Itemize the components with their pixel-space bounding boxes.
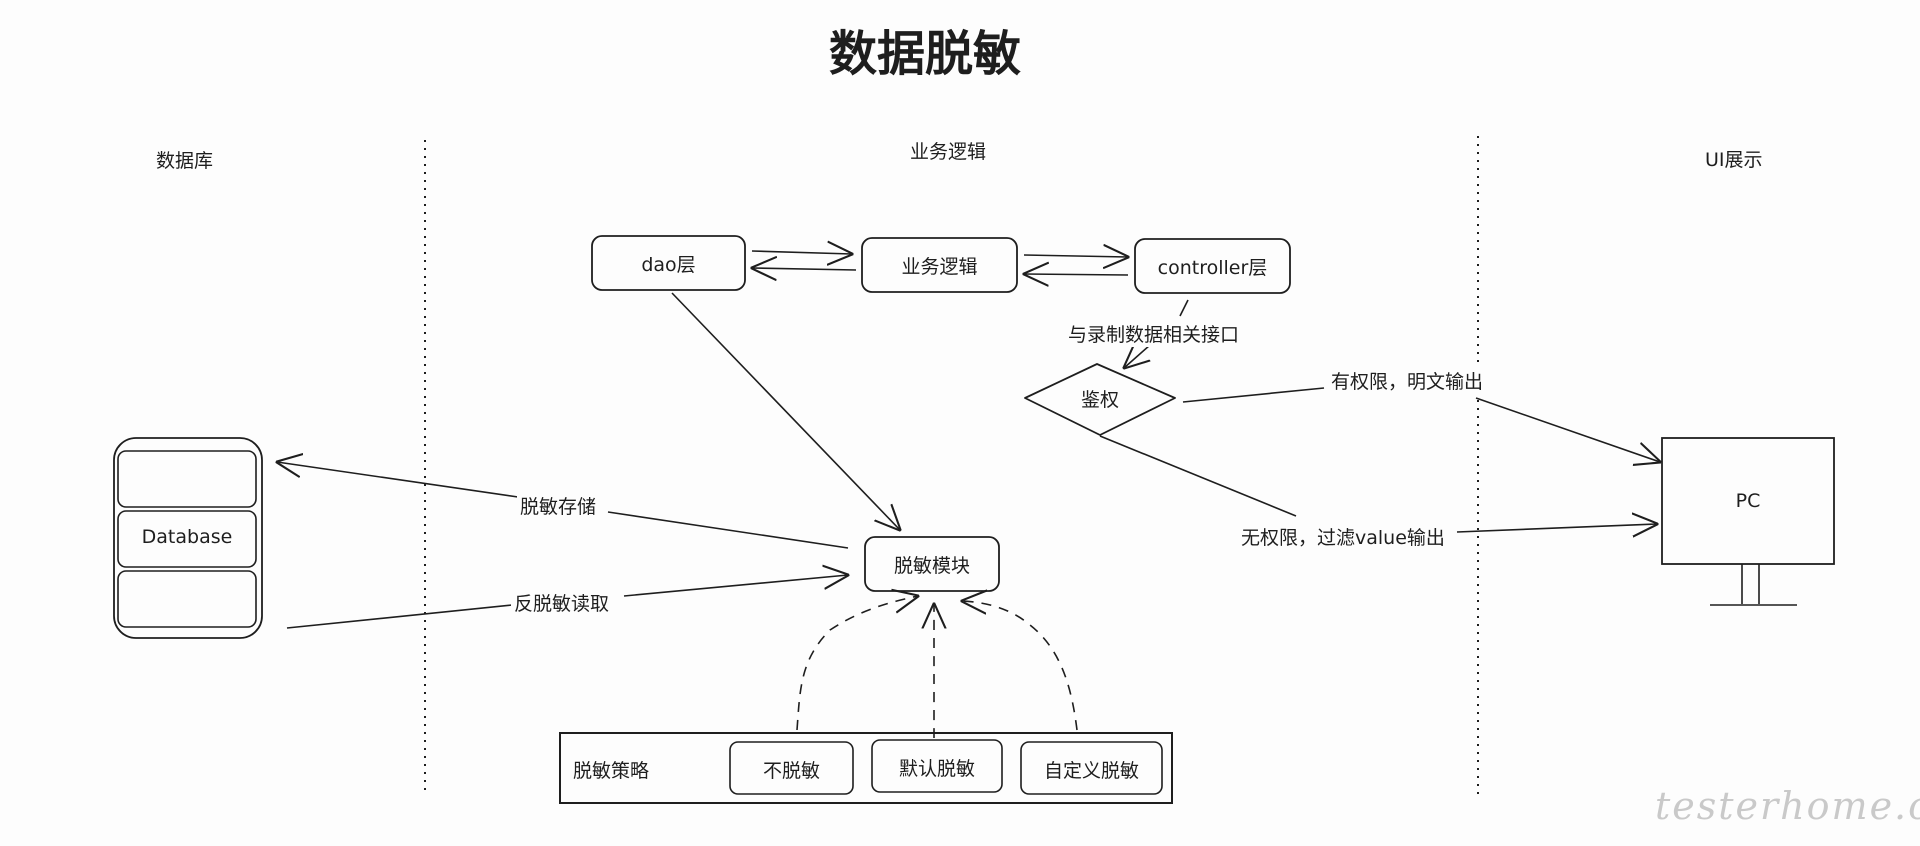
column-label-database: 数据库 xyxy=(156,150,214,172)
pc-screen[interactable] xyxy=(1661,437,1835,565)
edge-label-reverse-read: 反脱敏读取 xyxy=(511,589,613,616)
service-box[interactable] xyxy=(861,237,1018,293)
strategy-item-box-1[interactable] xyxy=(871,739,1003,793)
arrow-dao-to-module xyxy=(671,292,900,530)
edge-label-desensitize-store: 脱敏存储 xyxy=(517,492,600,519)
arrow-controller-to-service xyxy=(1024,274,1129,275)
arrow-db-to-module-b xyxy=(623,575,848,597)
database-cell-bottom xyxy=(117,570,257,628)
strategy-item-box-0[interactable] xyxy=(729,741,854,795)
module-label: 脱敏模块 xyxy=(893,555,970,577)
service-label: 业务逻辑 xyxy=(901,256,978,278)
arrow-dao-to-service xyxy=(751,251,852,254)
arrow-service-to-controller xyxy=(1023,255,1128,257)
database-outer[interactable] xyxy=(113,437,263,639)
arrow-controller-to-auth xyxy=(1124,345,1150,368)
strategy-item-box-2[interactable] xyxy=(1020,741,1163,795)
arrow-controller-to-auth-top xyxy=(1179,299,1189,317)
edge-label-record-api: 与录制数据相关接口 xyxy=(1065,320,1243,347)
strategy-item-no-desensitize: 不脱敏 xyxy=(762,760,820,782)
database-cell-top xyxy=(117,450,257,508)
strategy-item-default-desensitize: 默认脱敏 xyxy=(898,758,975,780)
arrow-service-to-dao xyxy=(752,268,857,270)
dashed-arrow-custom-desensitize xyxy=(962,601,1078,731)
controller-label: controller层 xyxy=(1157,257,1268,279)
strategy-item-custom-desensitize: 自定义脱敏 xyxy=(1043,760,1139,782)
edge-label-no-permission: 无权限，过滤value输出 xyxy=(1238,523,1448,550)
database-label: Database xyxy=(141,526,233,548)
strategy-box xyxy=(559,732,1173,804)
arrow-module-to-db-a xyxy=(607,511,849,549)
auth-label: 鉴权 xyxy=(1080,389,1119,411)
arrow-auth-to-pc-filtered-b xyxy=(1456,524,1657,532)
diagram-title: 数据脱敏 xyxy=(829,26,1022,82)
strategy-label: 脱敏策略 xyxy=(573,760,650,782)
arrow-auth-to-pc-permitted-b xyxy=(1475,397,1660,462)
controller-box[interactable] xyxy=(1134,238,1291,294)
module-box[interactable] xyxy=(864,536,1000,592)
dashed-arrow-no-desensitize xyxy=(796,596,918,731)
edge-label-has-permission: 有权限，明文输出 xyxy=(1328,367,1487,394)
column-label-ui: UI展示 xyxy=(1705,149,1763,171)
arrow-auth-to-pc-filtered-a xyxy=(1099,435,1297,517)
arrow-module-to-db-b xyxy=(277,462,519,498)
database-cell-middle xyxy=(117,510,257,568)
dao-label: dao层 xyxy=(641,254,696,276)
auth-diamond[interactable] xyxy=(1024,363,1176,436)
watermark: testerhome.com xyxy=(1655,784,1920,828)
column-label-business: 业务逻辑 xyxy=(910,141,987,163)
dao-box[interactable] xyxy=(591,235,746,291)
pc-label: PC xyxy=(1735,490,1761,512)
arrow-db-to-module-a xyxy=(286,604,513,629)
arrow-auth-to-pc-permitted-a xyxy=(1182,387,1325,403)
